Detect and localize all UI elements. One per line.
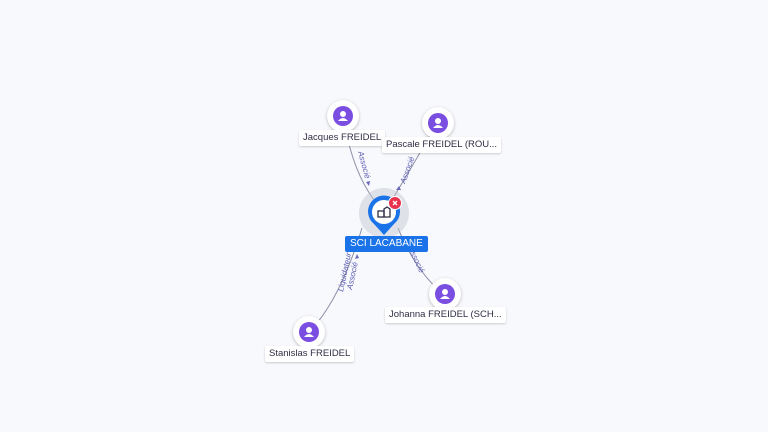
edge-label-jacques: Associé bbox=[356, 149, 372, 180]
person-node-johanna[interactable] bbox=[429, 278, 461, 310]
person-label-stanislas[interactable]: Stanislas FREIDEL bbox=[265, 346, 355, 362]
company-close-badge[interactable] bbox=[388, 196, 402, 210]
person-label-johanna[interactable]: Johanna FREIDEL (SCH... bbox=[385, 307, 506, 323]
edge-arrow-pascale bbox=[396, 186, 401, 190]
person-label-jacques[interactable]: Jacques FREIDEL bbox=[299, 130, 386, 146]
person-node-pascale[interactable] bbox=[422, 107, 454, 139]
person-icon bbox=[433, 118, 443, 128]
edge-arrow-jacques bbox=[366, 181, 370, 186]
person-icon bbox=[338, 111, 348, 121]
person-icon bbox=[304, 327, 314, 337]
close-icon bbox=[392, 200, 398, 206]
edge-arrow-stanislas bbox=[355, 254, 359, 259]
person-node-jacques[interactable] bbox=[327, 100, 359, 132]
person-icon bbox=[440, 289, 450, 299]
building-icon bbox=[377, 206, 391, 218]
person-node-stanislas[interactable] bbox=[293, 316, 325, 348]
edge-label-pascale: Associé bbox=[398, 155, 417, 186]
company-label[interactable]: SCI LACABANE bbox=[345, 236, 428, 252]
person-label-pascale[interactable]: Pascale FREIDEL (ROU... bbox=[382, 137, 502, 153]
